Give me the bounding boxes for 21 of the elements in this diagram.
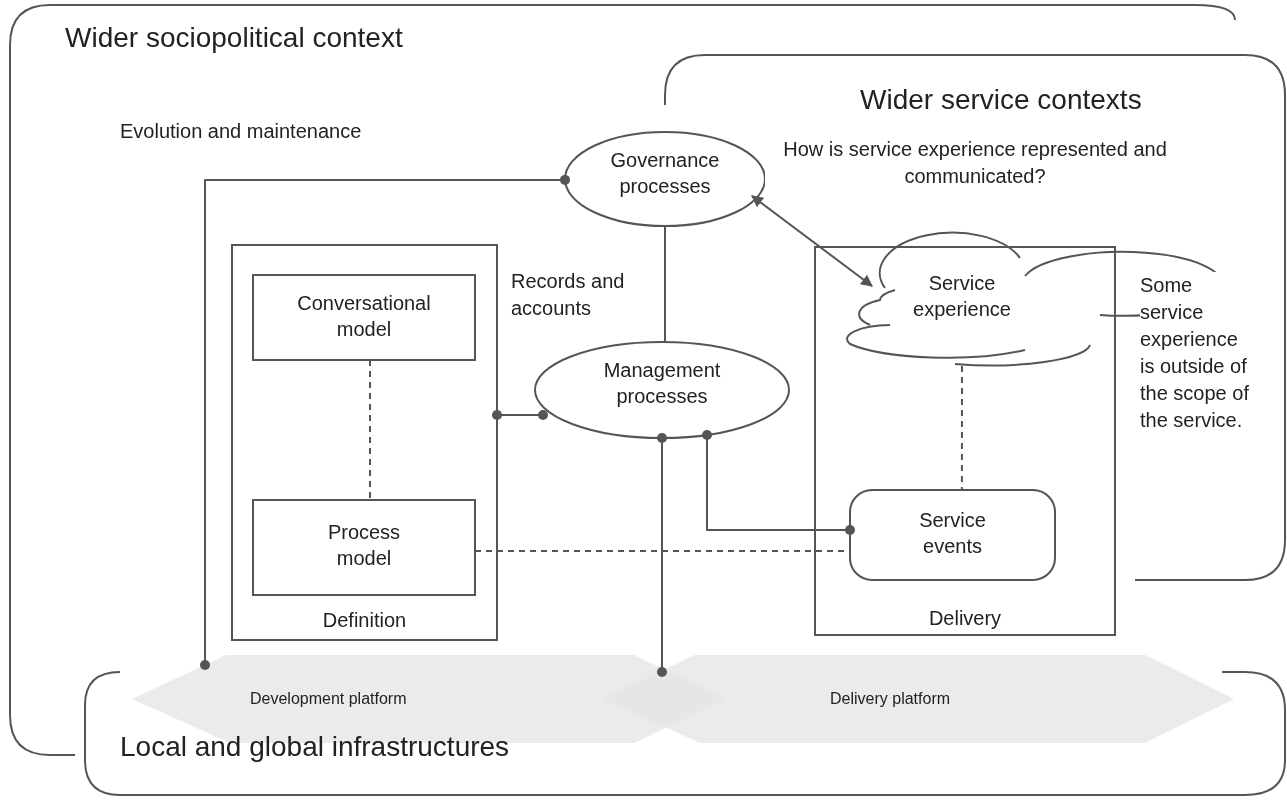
dashed-line [369, 359, 371, 501]
node-label: Development platform [250, 689, 408, 709]
connector [664, 225, 666, 343]
box-caption: Definition [321, 608, 408, 633]
node-label: Conversational model [296, 291, 432, 342]
node-label: Service experience [912, 271, 1012, 322]
node-label: Management processes [602, 358, 722, 409]
connector [751, 195, 873, 287]
region-title: Wider sociopolitical context [65, 21, 404, 55]
connector [657, 433, 667, 677]
node-label: Delivery platform [830, 689, 952, 709]
node-label: Service events [918, 508, 987, 559]
region-title: Local and global infrastructures [120, 730, 511, 764]
box-caption: Delivery [927, 606, 1003, 631]
region-title: Wider service contexts [860, 83, 1143, 117]
node-label: Governance processes [609, 148, 721, 199]
connector [200, 174, 570, 670]
node-label: Process model [326, 520, 402, 571]
dashed-line [960, 365, 963, 491]
connector [492, 410, 548, 420]
connector [702, 430, 855, 535]
